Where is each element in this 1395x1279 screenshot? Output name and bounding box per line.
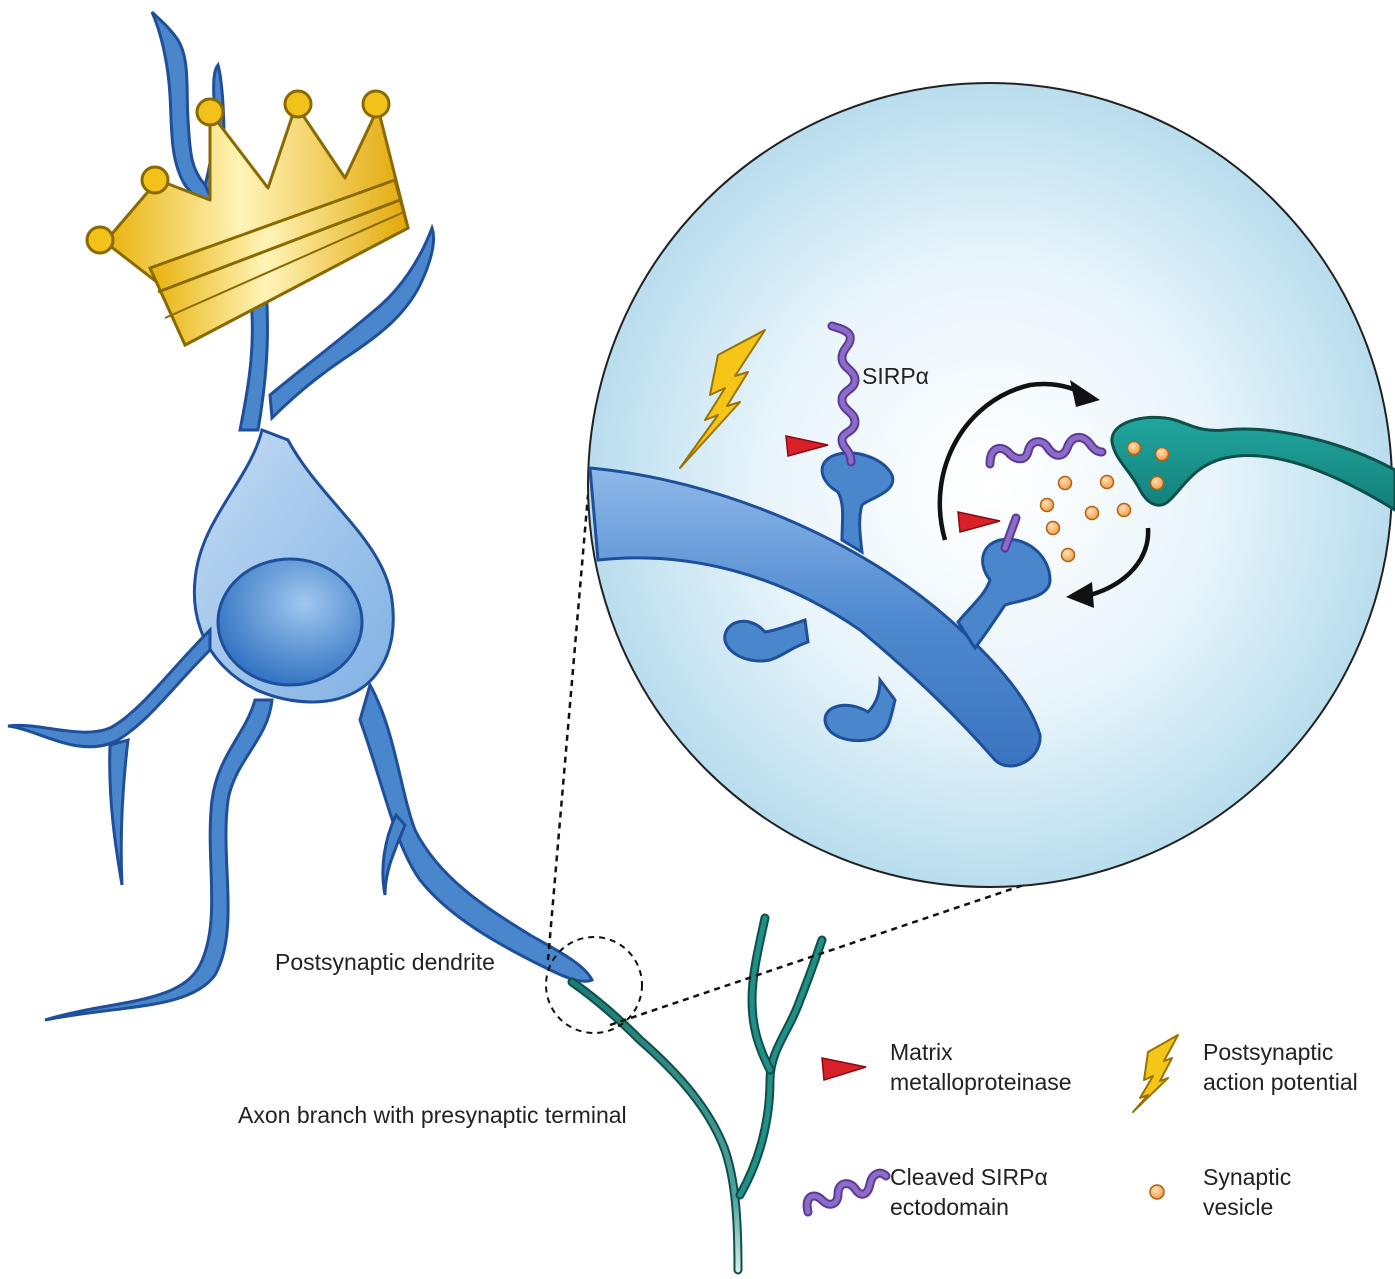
dendritic-spine [956,537,1052,651]
axon-collateral-2-core [749,915,773,1073]
legend-ap-label-1: Postsynaptic [1203,1039,1333,1065]
legend-mmp-label-2: metalloproteinase [890,1069,1072,1095]
neuron [7,10,595,1022]
legend-ap-label-2: action potential [1203,1069,1358,1095]
bottom-dendrite [44,698,274,1022]
axon [567,913,827,1275]
legend-lightning-icon [1132,1034,1179,1113]
sirp-alpha-label: SIRPα [862,363,929,389]
legend: Matrix metalloproteinase Postsynaptic ac… [802,1034,1358,1220]
synaptic-vesicle [1099,474,1115,490]
action-potential-bolt [679,329,766,469]
sirp-alpha-stub-core [1002,515,1019,551]
axon-branch-label: Axon branch with presynaptic terminal [238,1102,627,1128]
feedback-arrow-upper [937,381,1082,541]
crown [85,89,410,348]
legend-cleaved-sirp-icon-core [804,1170,889,1215]
matrix-metalloproteinase [957,511,1001,533]
postsynaptic-dendrite [358,681,595,983]
zoom-line-lower [609,870,1063,1027]
feedback-arrowhead-upper [1070,380,1100,407]
crown-band-line [157,198,401,294]
dendritic-spine [723,618,810,663]
nucleus [216,557,364,687]
legend-vesicle-label-2: vesicle [1203,1194,1273,1220]
synaptic-vesicle [1057,475,1073,491]
legend-cleaved-label-2: ectodomain [890,1194,1009,1220]
synaptic-vesicle [1116,502,1132,518]
zoom-region-circle [545,936,643,1034]
magnifier-bubble [587,82,1393,888]
feedback-arrow-lower [1089,527,1151,598]
crown-jewel [361,89,391,119]
sirp-alpha-protein-core [829,323,858,465]
synaptic-vesicle [1084,505,1100,521]
feedback-arrowhead-lower [1066,582,1094,608]
synaptic-vesicle [1039,497,1055,513]
dendritic-spine [823,675,897,743]
left-dendrite-branch [108,737,130,886]
synaptic-vesicle [1060,547,1076,563]
crown-jewel [195,97,225,127]
legend-mmp-label-1: Matrix [890,1039,953,1065]
axon-branch-core [569,979,741,1273]
matrix-metalloproteinase [785,435,829,457]
axon-collateral-core [737,937,825,1198]
presynaptic-terminal [1110,415,1395,512]
crown-jewel [140,165,170,195]
crown-band-line-2 [164,211,405,319]
cleaved-sirp-ectodomain-core [987,435,1105,467]
dendrite-branch [381,812,407,896]
crown-jewel [85,225,115,255]
synaptic-vesicle-inside [1126,440,1142,456]
upper-right-branch [268,223,435,422]
postsynaptic-dendrite-label: Postsynaptic dendrite [275,949,495,975]
magnified-synapse: SIRPα [587,82,1395,888]
zoom-line-upper [546,494,590,961]
legend-vesicle-label-1: Synaptic [1203,1164,1291,1190]
legend-cleaved-label-1: Cleaved SIRPα [890,1164,1048,1190]
legend-vesicle-icon [1149,1184,1165,1200]
crown-jewel [283,89,313,119]
legend-mmp-icon [821,1057,867,1081]
left-dendrite [7,626,212,749]
synaptic-vesicle-inside [1149,475,1165,491]
dendrite-shaft [588,466,1042,768]
synaptic-vesicle-inside [1154,446,1170,462]
dendritic-spine [820,451,895,555]
synaptic-vesicle [1045,520,1061,536]
